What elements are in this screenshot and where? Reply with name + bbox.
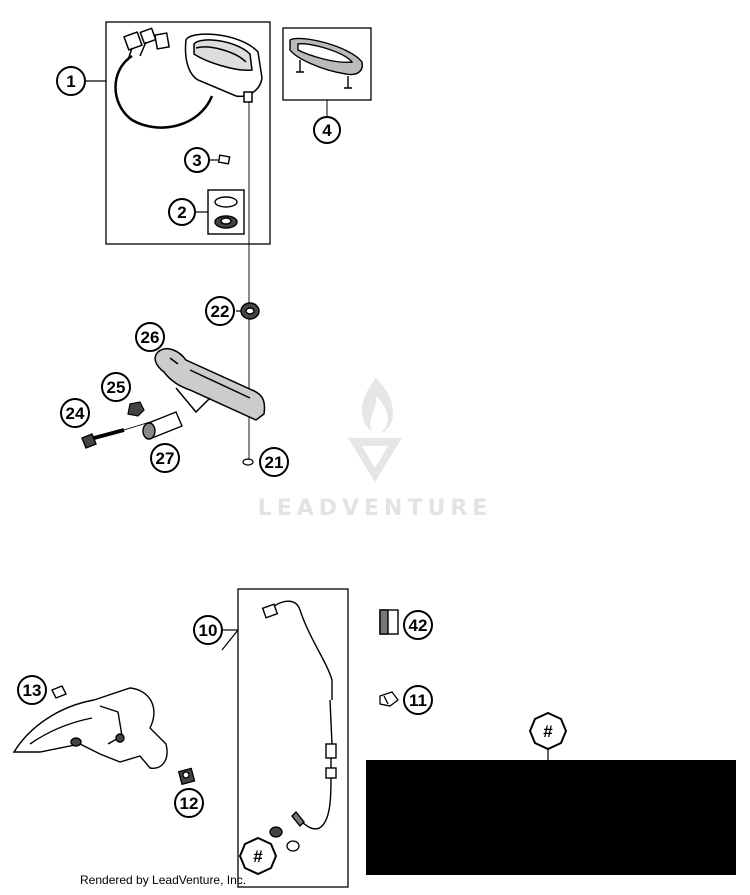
svg-text:4: 4: [322, 121, 332, 140]
svg-text:42: 42: [409, 616, 428, 635]
callout-22[interactable]: 22: [205, 296, 235, 326]
part-13-shape: [12, 685, 168, 769]
svg-text:2: 2: [177, 203, 186, 222]
svg-text:25: 25: [107, 378, 126, 397]
svg-text:21: 21: [265, 453, 284, 472]
callout-26[interactable]: 26: [135, 322, 165, 352]
part-4-shape: [289, 37, 363, 89]
callout-27[interactable]: 27: [150, 443, 180, 473]
part-24-shape: [81, 428, 125, 449]
callout-2[interactable]: 2: [168, 198, 196, 226]
part-42-shape: [379, 609, 399, 635]
group-box-speedometer: [105, 21, 271, 245]
part-22-shape: [240, 302, 260, 320]
svg-text:11: 11: [409, 691, 427, 710]
watermark-flame-icon: [361, 378, 394, 434]
watermark-brand: LEADVENTURE: [258, 496, 493, 521]
cable-fasteners: [269, 826, 300, 852]
callout-42[interactable]: 42: [403, 610, 433, 640]
callout-25[interactable]: 25: [101, 372, 131, 402]
part-11-shape: [379, 691, 399, 707]
svg-text:1: 1: [66, 72, 75, 91]
callout-leaders: [86, 80, 241, 651]
callout-hash-bottom[interactable]: #: [238, 836, 278, 876]
callout-3[interactable]: 3: [184, 147, 210, 173]
svg-text:24: 24: [66, 404, 85, 423]
callout-24[interactable]: 24: [60, 398, 90, 428]
speedometer-part: [114, 27, 263, 129]
watermark: LEADVENTURE: [258, 378, 493, 521]
svg-text:#: #: [543, 722, 553, 741]
svg-text:26: 26: [141, 328, 160, 347]
watermark-v-icon: [348, 438, 402, 482]
svg-text:10: 10: [199, 621, 218, 640]
svg-text:27: 27: [156, 449, 175, 468]
svg-text:12: 12: [180, 794, 199, 813]
group-box-sensor-cable: [237, 588, 349, 888]
callout-11[interactable]: 11: [403, 685, 433, 715]
callout-21[interactable]: 21: [259, 447, 289, 477]
callout-hash-top[interactable]: #: [528, 711, 568, 751]
callout-4[interactable]: 4: [313, 116, 341, 144]
part-3-shape: [217, 154, 231, 165]
callout-10[interactable]: 10: [193, 615, 223, 645]
svg-text:3: 3: [192, 151, 201, 170]
svg-text:22: 22: [211, 302, 230, 321]
part-25-shape: [127, 401, 145, 417]
callout-1[interactable]: 1: [56, 66, 86, 96]
part-12-shape: [177, 767, 196, 786]
part-2-shape: [207, 189, 245, 235]
credit-text: Rendered by LeadVenture, Inc.: [80, 873, 247, 887]
svg-text:#: #: [253, 847, 263, 866]
part-27-shape: [142, 411, 183, 440]
part-26-shape: [154, 348, 266, 421]
svg-text:13: 13: [23, 681, 42, 700]
callout-13[interactable]: 13: [17, 675, 47, 705]
part-10-shape: [261, 600, 337, 830]
part-21-shape: [242, 458, 254, 466]
callout-12[interactable]: 12: [174, 788, 204, 818]
info-panel: [366, 760, 736, 875]
